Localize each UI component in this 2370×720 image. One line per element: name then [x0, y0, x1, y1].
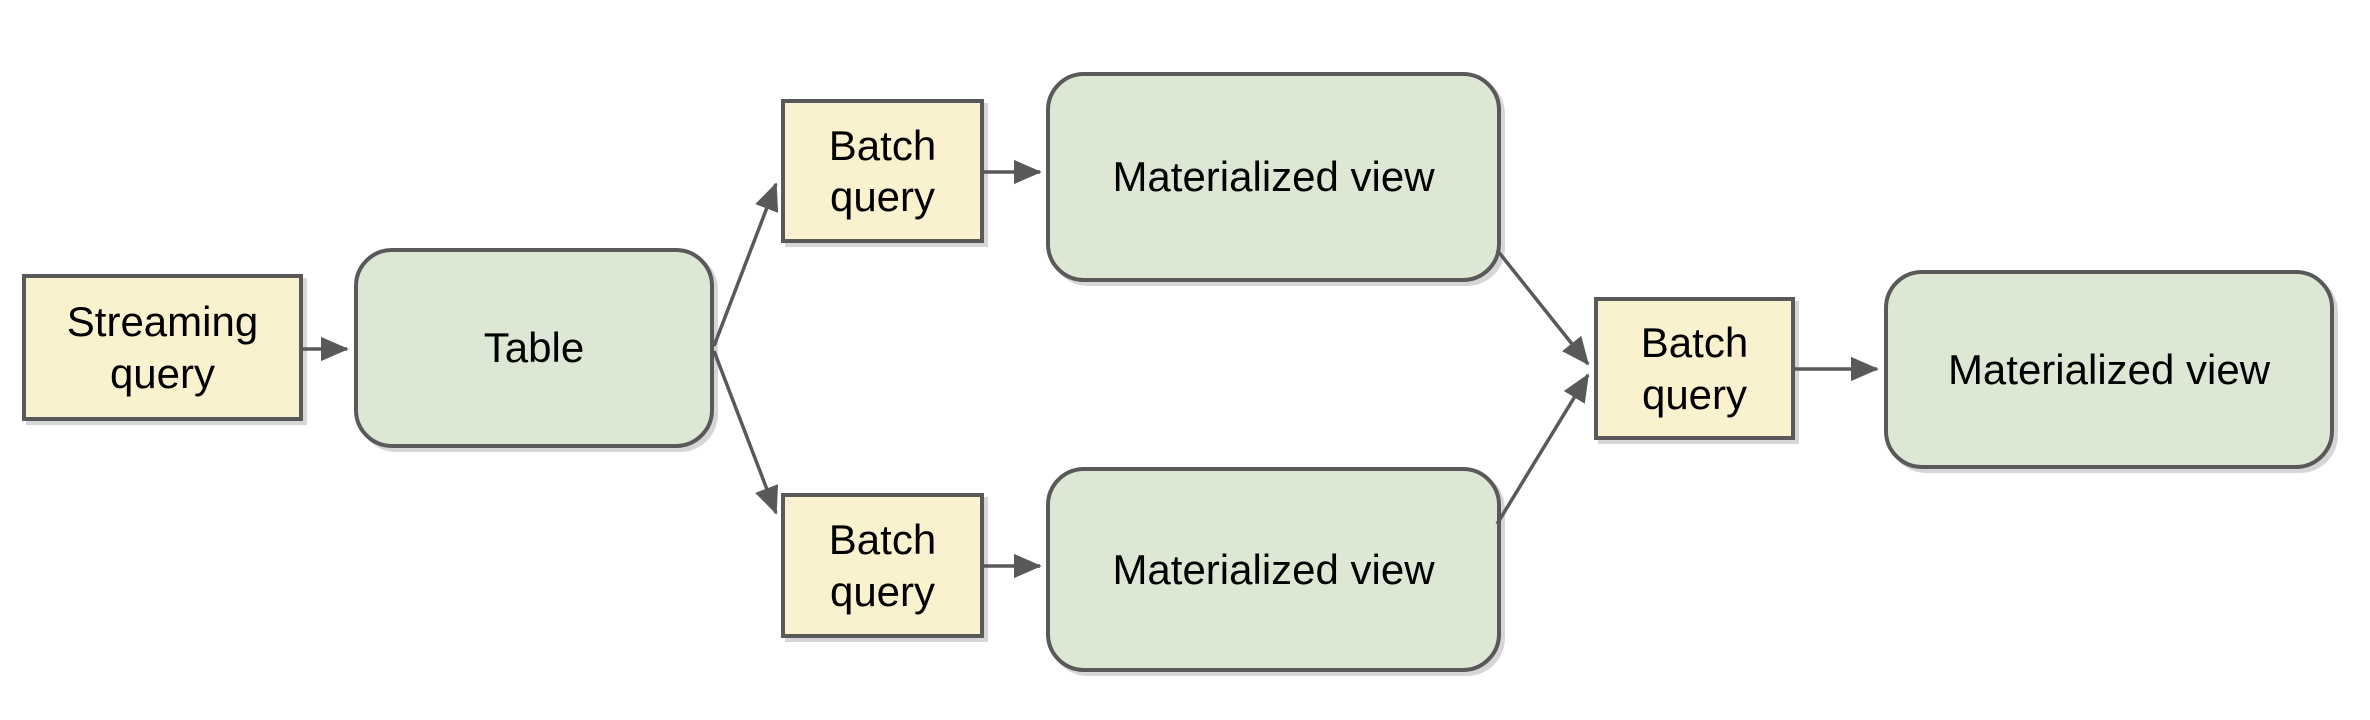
batch-query-top-label: Batch query — [828, 121, 937, 220]
streaming-query-node: Streaming query — [22, 274, 303, 421]
batch-query-bottom-label: Batch query — [828, 516, 937, 615]
materialized-view-right-label: Materialized view — [1947, 345, 2271, 393]
table-label: Table — [483, 324, 585, 372]
materialized-view-right-node: Materialized view — [1884, 270, 2334, 469]
streaming-query-label: Streaming query — [66, 298, 259, 397]
materialized-view-bottom-node: Materialized view — [1046, 467, 1501, 672]
batch-query-top-node: Batch query — [781, 99, 984, 243]
batch-query-bottom-node: Batch query — [781, 493, 984, 638]
table-node: Table — [354, 248, 714, 448]
materialized-view-bottom-label: Materialized view — [1112, 545, 1435, 593]
batch-query-right-label: Batch query — [1640, 319, 1749, 418]
batch-query-right-node: Batch query — [1594, 297, 1795, 440]
materialized-view-top-node: Materialized view — [1046, 72, 1501, 282]
materialized-view-top-label: Materialized view — [1112, 153, 1435, 201]
